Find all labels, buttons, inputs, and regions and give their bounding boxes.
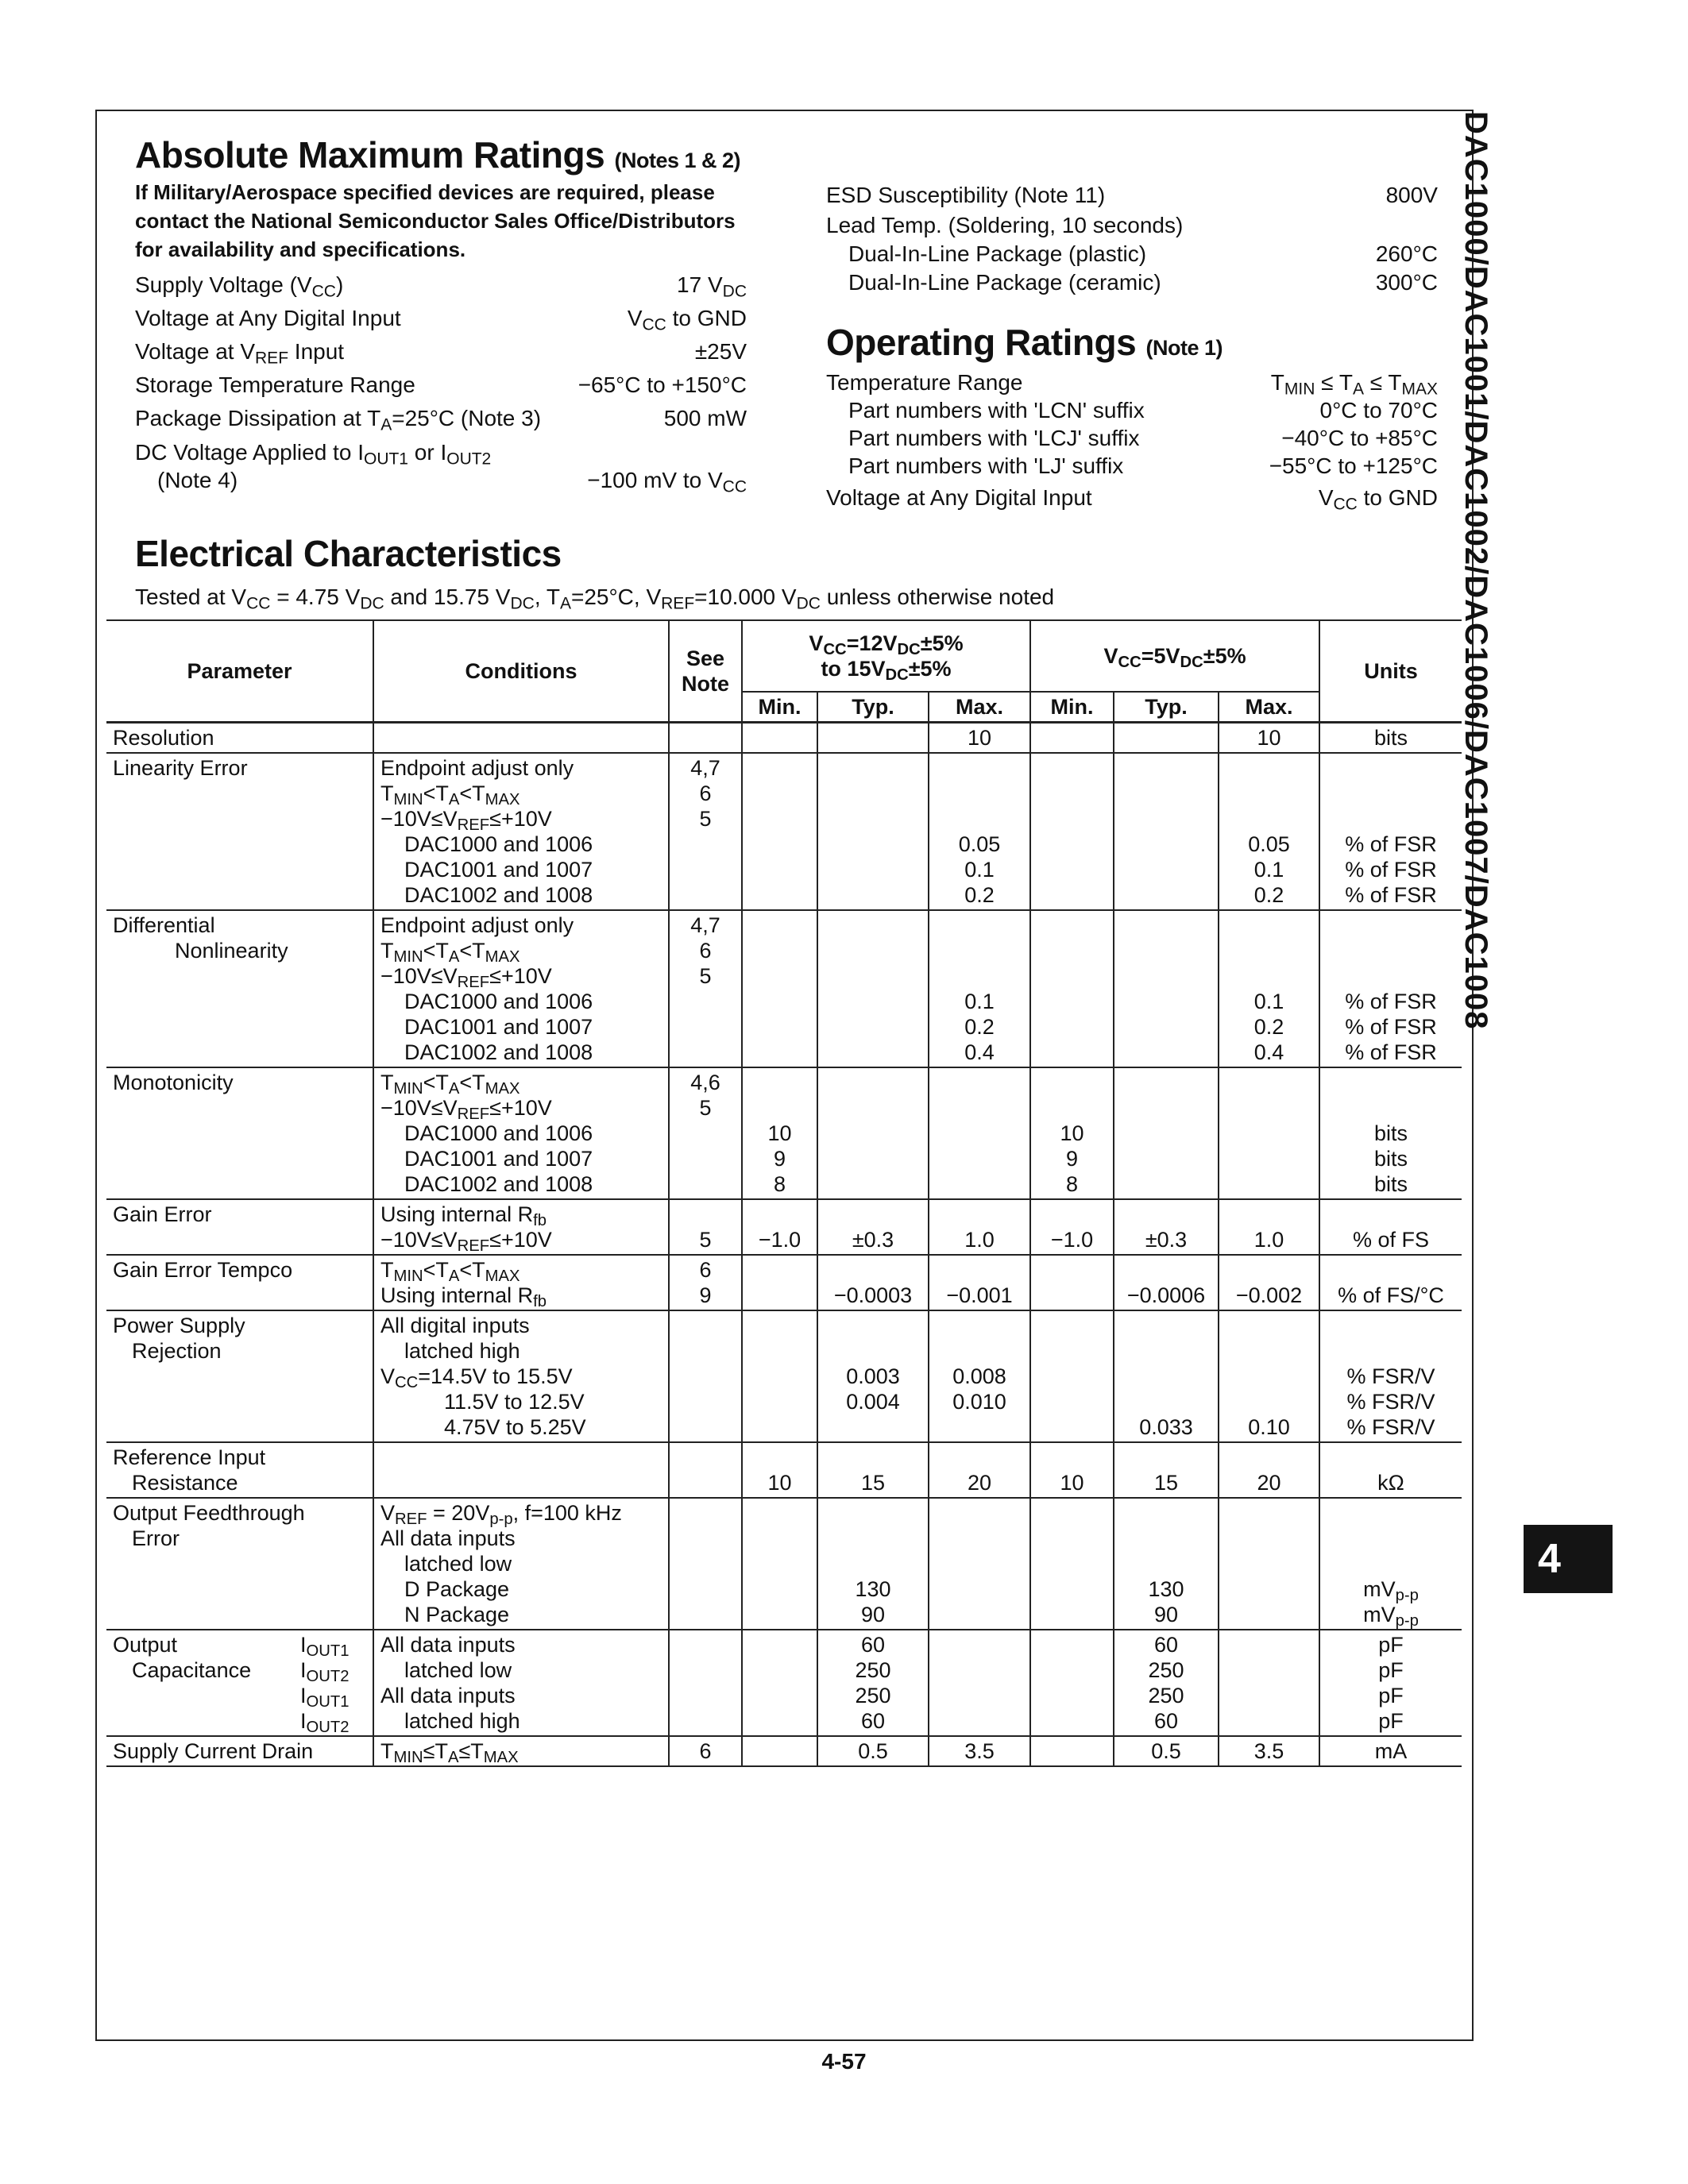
abs-max-row: (Note 4) −100 mV to VCC: [157, 468, 747, 496]
esd-and-lead-temp: ESD Susceptibility (Note 11)800V Lead Te…: [826, 179, 1438, 297]
digital-input-row: Voltage at Any Digital Input VCC to GND: [826, 485, 1438, 514]
ec-subtitle: Tested at VCC = 4.75 VDC and 15.75 VDC, …: [135, 585, 1055, 613]
esd-row: ESD Susceptibility (Note 11)800V: [826, 183, 1438, 207]
abs-max-row: Supply Voltage (VCC) 17 VDC: [135, 272, 747, 301]
abs-max-row: Voltage at VREF Input ±25V: [135, 339, 747, 368]
lead-temp-row: Lead Temp. (Soldering, 10 seconds): [826, 213, 1184, 237]
col-header-typ: Typ.: [1114, 691, 1220, 723]
lead-temp-ceramic: Dual-In-Line Package (ceramic)300°C: [848, 270, 1438, 295]
col-header-max: Max.: [929, 691, 1032, 723]
col-header-conditions: Conditions: [373, 619, 670, 723]
col-header-min: Min.: [742, 691, 818, 723]
abs-max-title: Absolute Maximum Ratings (Notes 1 & 2): [135, 134, 741, 176]
table-row-gain-error-tempco: Gain Error Tempco TMIN<TA<TMAX Using int…: [106, 1255, 1462, 1311]
table-row-monotonicity: Monotonicity TMIN<TA<TMAX −10V≤VREF≤+10V…: [106, 1067, 1462, 1200]
electrical-characteristics-heading: Electrical Characteristics Tested at VCC…: [135, 532, 1454, 613]
col-group-12v: VCC=12VDC±5% to 15VDC±5%: [742, 619, 1032, 693]
table-row-resolution: Resolution 10 10 bits: [106, 722, 1462, 754]
abs-max-row: Voltage at Any Digital Input VCC to GND: [135, 306, 747, 334]
military-warning: If Military/Aerospace specified devices …: [135, 180, 736, 261]
abs-max-row: Storage Temperature Range −65°C to +150°…: [135, 372, 747, 397]
absolute-maximum-ratings: Absolute Maximum Ratings (Notes 1 & 2) I…: [135, 133, 747, 496]
ec-title: Electrical Characteristics: [135, 533, 562, 574]
page-number: 4-57: [821, 2049, 867, 2074]
temp-range-row: Temperature Range TMIN ≤ TA ≤ TMAX: [826, 370, 1438, 399]
abs-max-row: DC Voltage Applied to IOUT1 or IOUT2: [135, 440, 492, 469]
abs-max-row: Package Dissipation at TA=25°C (Note 3) …: [135, 406, 747, 434]
operating-ratings: Operating Ratings (Note 1) Temperature R…: [826, 321, 1438, 515]
lead-temp-plastic: Dual-In-Line Package (plastic)260°C: [848, 241, 1438, 266]
table-row-gain-error: Gain Error Using internal Rfb −10V≤VREF≤…: [106, 1199, 1462, 1256]
op-ratings-title: Operating Ratings (Note 1): [826, 322, 1223, 363]
page-frame: [95, 110, 1474, 2041]
section-tab: 4: [1524, 1525, 1613, 1593]
col-header-max: Max.: [1219, 691, 1321, 723]
side-part-number-title: DAC1000/DAC1001/DAC1002/DAC1006/DAC1007/…: [1458, 111, 1493, 1030]
part-lj-row: Part numbers with 'LJ' suffix−55°C to +1…: [848, 453, 1438, 478]
col-header-typ: Typ.: [817, 691, 929, 723]
col-header-parameter: Parameter: [106, 619, 374, 723]
part-lcj-row: Part numbers with 'LCJ' suffix−40°C to +…: [848, 426, 1438, 450]
col-header-min: Min.: [1030, 691, 1115, 723]
col-group-5v: VCC=5VDC±5%: [1030, 619, 1321, 693]
table-row-linearity-error: Linearity Error Endpoint adjust only TMI…: [106, 753, 1462, 911]
table-row-supply-current-drain: Supply Current Drain TMIN≤TA≤TMAX 6 0.5 …: [106, 1736, 1462, 1767]
col-header-units: Units: [1319, 619, 1462, 723]
